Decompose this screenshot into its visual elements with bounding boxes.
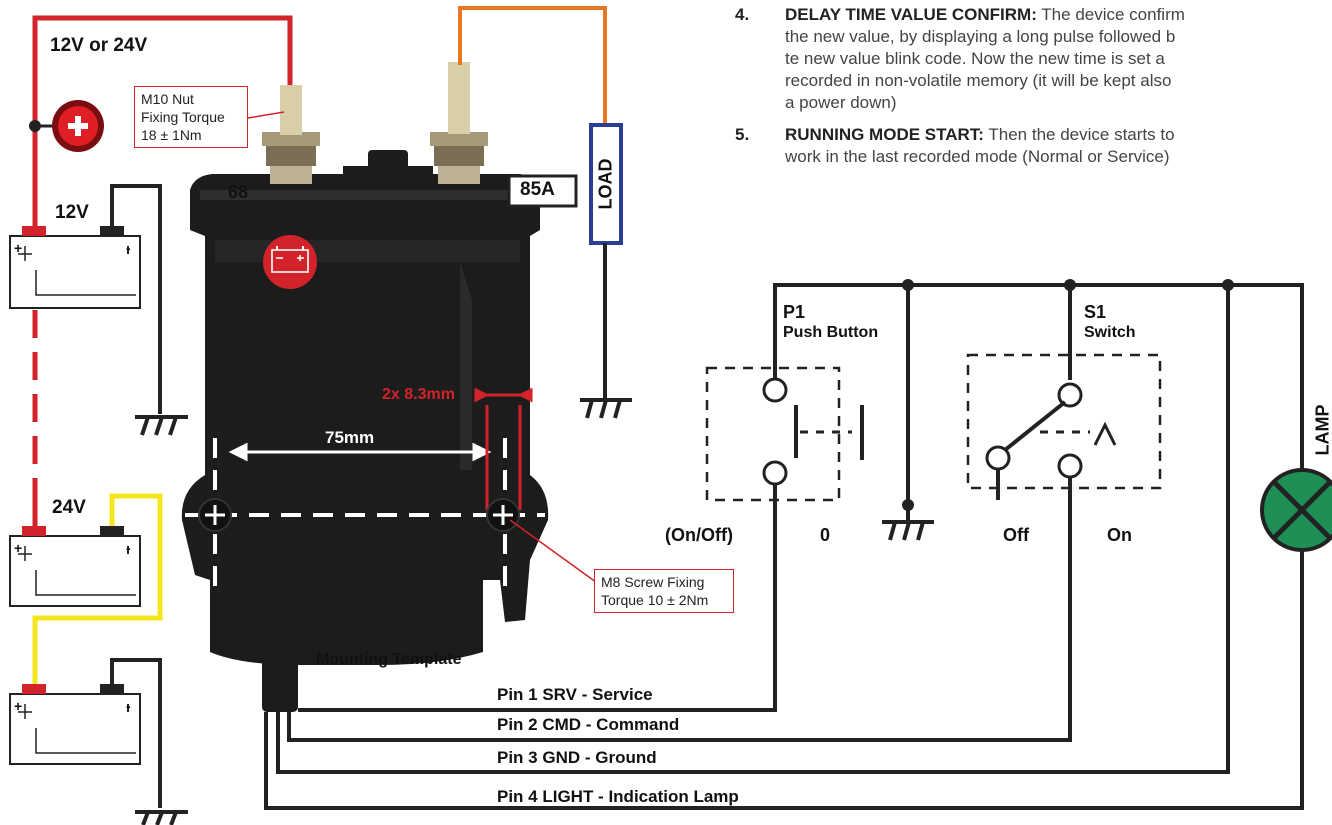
terminal-right (430, 62, 488, 184)
nut-note-line: 18 ± 1Nm (141, 127, 202, 143)
battery-lower-icon (9, 684, 141, 765)
p1-name: Push Button (783, 324, 879, 341)
ground-icon (135, 400, 188, 436)
terminal-left (262, 85, 320, 184)
spacing-dimension: 75mm (325, 428, 375, 447)
positive-terminal-icon (52, 100, 104, 152)
pin-1-label: Pin 1 SRV - Service (497, 685, 653, 704)
battery-24v-label: 24V (52, 497, 86, 518)
rating-badge: 85A (520, 179, 555, 200)
s1-off: Off (1003, 525, 1029, 545)
battery-24v-icon (9, 526, 141, 607)
load-label: LOAD (595, 158, 616, 210)
lamp-icon (1260, 468, 1332, 552)
screw-note-line: M8 Screw Fixing (601, 574, 705, 590)
battery-12v-label: 12V (55, 202, 89, 223)
screw-torque-note: M8 Screw Fixing Torque 10 ± 2Nm (594, 569, 734, 613)
switch-s1-icon (966, 353, 1162, 500)
p1-state: 0 (820, 525, 831, 545)
s1-on: On (1107, 525, 1132, 545)
p1-id: P1 (783, 302, 806, 322)
rating-box (507, 174, 578, 208)
screw-hole-left-icon (198, 498, 232, 532)
step-text: The device confirm (1041, 5, 1185, 24)
pin-3-label: Pin 3 GND - Ground (497, 748, 657, 767)
hole-dimension: 2x 8.3mm (382, 386, 455, 403)
push-button-p1-icon (705, 366, 864, 502)
nut-note-line: M10 Nut (141, 91, 194, 107)
screw-note-line: Torque 10 ± 2Nm (601, 592, 709, 608)
step-text: the new value, by displaying a long puls… (785, 27, 1176, 46)
mounting-label: Mounting Template (316, 651, 462, 668)
ground-icon (882, 505, 934, 541)
load-box (589, 123, 623, 245)
step-text: Then the device starts to (988, 125, 1175, 144)
s1-id: S1 (1084, 302, 1107, 322)
step-heading: RUNNING MODE START: (785, 125, 984, 144)
control-bus (773, 283, 1304, 500)
battery-12v-icon (9, 226, 141, 309)
s1-name: Switch (1084, 324, 1136, 341)
terminal-number: 68 (228, 182, 249, 202)
step-number: 5. (735, 125, 750, 144)
nut-torque-note: M10 Nut Fixing Torque 18 ± 1Nm (134, 86, 248, 148)
load-wire-orange (458, 6, 607, 125)
supply-label: 12V or 24V (50, 35, 148, 56)
pin-4-label: Pin 4 LIGHT - Indication Lamp (497, 787, 739, 806)
pin-2-label: Pin 2 CMD - Command (497, 715, 680, 734)
step-text: te new value blink code. Now the new tim… (785, 49, 1165, 68)
nut-note-line: Fixing Torque (141, 109, 225, 125)
step-number: 4. (735, 5, 750, 24)
step-heading: DELAY TIME VALUE CONFIRM: (785, 5, 1037, 24)
p1-mode: (On/Off) (665, 525, 733, 545)
ground-icon (135, 810, 188, 825)
hole-dimension-marker (474, 387, 533, 510)
step-text: a power down) (785, 93, 897, 112)
lamp-label: LAMP (1312, 404, 1332, 456)
ground-icon (580, 390, 632, 419)
battery-badge-icon (263, 235, 317, 289)
step-5: 5. RUNNING MODE START: Then the device s… (735, 124, 1332, 168)
spacing-arrow (228, 442, 492, 462)
instruction-steps: 4. DELAY TIME VALUE CONFIRM: The device … (735, 4, 1332, 178)
screw-hole-right-icon (486, 498, 520, 532)
step-4: 4. DELAY TIME VALUE CONFIRM: The device … (735, 4, 1332, 114)
step-text: work in the last recorded mode (Normal o… (785, 147, 1170, 166)
pin-wires (264, 285, 1304, 810)
step-text: recorded in non-volatile memory (it will… (785, 71, 1172, 90)
